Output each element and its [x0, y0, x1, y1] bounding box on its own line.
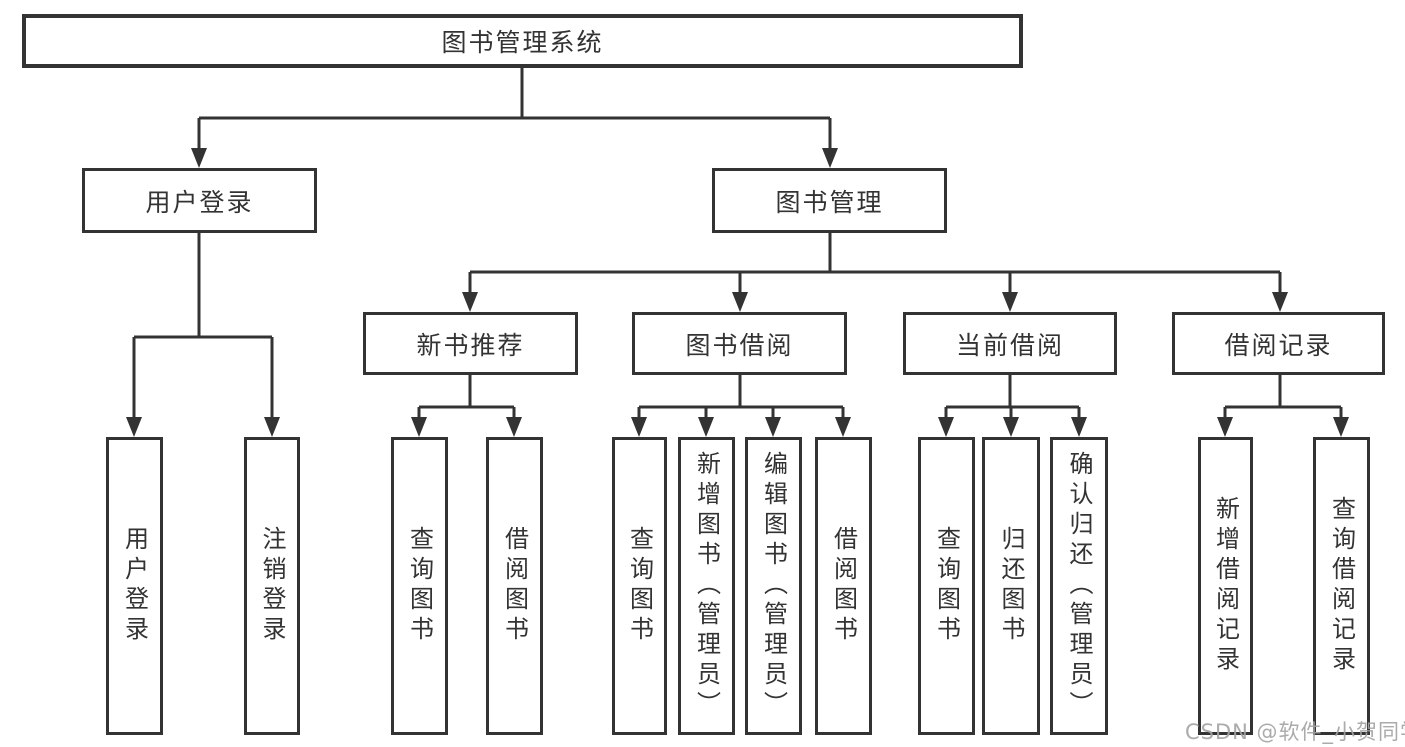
leaf-add-book-admin: 新增图书（管理员） [678, 437, 735, 735]
arrowheads-newrec-leaves [411, 417, 522, 437]
node-current-borrowing: 当前借阅 [903, 312, 1117, 375]
node-borrowing-records: 借阅记录 [1172, 312, 1385, 375]
edge-root-to-level2 [197, 68, 832, 152]
leaf-query-borrow-record: 查询借阅记录 [1313, 437, 1370, 735]
leaf-borrow-books: 借阅图书 [815, 437, 872, 735]
edge-records-to-leaves [1223, 375, 1343, 421]
leaf-query-books-borrow: 查询图书 [612, 437, 667, 735]
arrowheads-records-leaves [1217, 417, 1349, 437]
leaf-confirm-return-admin: 确认归还（管理员） [1050, 437, 1108, 735]
node-book-borrowing: 图书借阅 [632, 312, 847, 375]
node-new-book-recommend: 新书推荐 [363, 312, 578, 375]
edge-newrec-to-leaves [417, 375, 516, 421]
node-book-management-branch: 图书管理 [712, 168, 947, 233]
arrowheads-userlogin-leaves [126, 417, 280, 437]
edge-userlogin-to-leaves [132, 233, 274, 421]
node-user-login-branch: 用户登录 [82, 168, 317, 233]
arrowheads-bookmgmt-level3 [462, 292, 1288, 312]
arrowheads-root-to-level2 [191, 148, 838, 168]
edge-borrow-to-leaves [637, 375, 845, 421]
arrowheads-borrow-leaves [631, 417, 851, 437]
edge-bookmgmt-to-level3 [468, 233, 1282, 296]
leaf-user-login: 用户登录 [106, 437, 163, 735]
leaf-query-books-current: 查询图书 [918, 437, 975, 735]
node-system-root: 图书管理系统 [22, 14, 1023, 68]
csdn-watermark: CSDN @软件_小贺同学 [1185, 720, 1405, 744]
leaf-logout: 注销登录 [244, 437, 300, 735]
leaf-edit-book-admin: 编辑图书（管理员） [745, 437, 802, 735]
leaf-borrow-books-newrec: 借阅图书 [486, 437, 543, 735]
leaf-add-borrow-record: 新增借阅记录 [1198, 437, 1253, 735]
edge-current-to-leaves [944, 375, 1081, 421]
leaf-query-books-newrec: 查询图书 [391, 437, 448, 735]
arrowheads-current-leaves [938, 417, 1087, 437]
leaf-return-book: 归还图书 [982, 437, 1040, 735]
